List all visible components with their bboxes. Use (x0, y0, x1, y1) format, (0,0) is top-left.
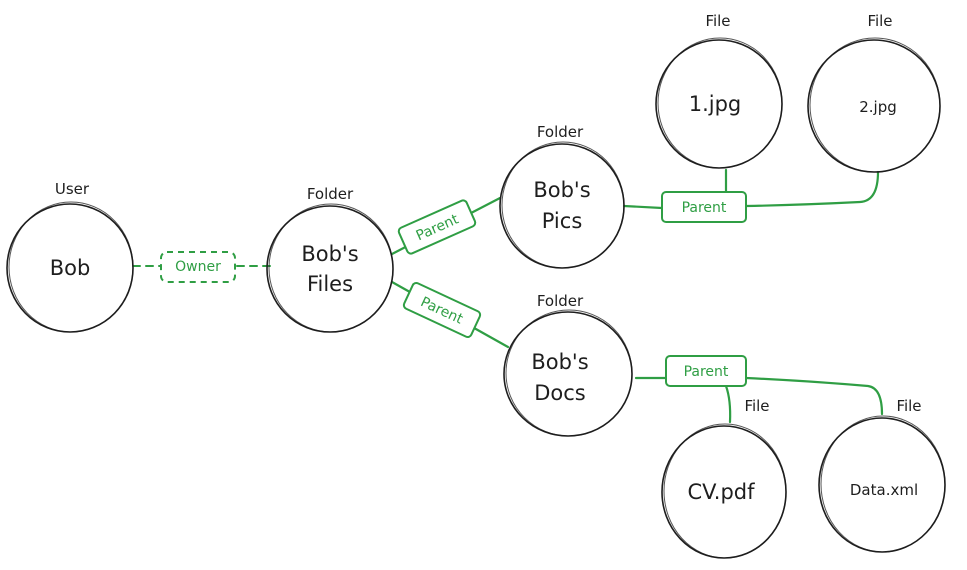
node-bob-label: Bob (50, 256, 91, 280)
edge-pics-files-badge (661, 191, 747, 223)
edge-docs-dataxml-line (744, 376, 884, 416)
node-file-dataxml-label: Data.xml (850, 481, 918, 499)
edge-owner: Owner (132, 251, 273, 283)
node-bobs-files-circle (266, 205, 394, 333)
edge-owner-badge (160, 251, 236, 283)
node-bobs-pics-label-2: Pics (542, 209, 583, 233)
edge-files-docs: Parent (390, 280, 510, 349)
edge-files-pics: Parent (390, 196, 502, 256)
node-file-dataxml[interactable]: File Data.xml (818, 397, 946, 553)
node-file-dataxml-type: File (896, 397, 921, 415)
node-bobs-pics-label-1: Bob's (533, 178, 590, 202)
node-bobs-docs-label-2: Docs (534, 381, 586, 405)
node-file-dataxml-circle-sketch (820, 415, 946, 553)
node-file-2jpg[interactable]: File 2.jpg (807, 12, 941, 173)
node-bobs-pics-circle (499, 143, 625, 269)
node-file-cvpdf-type: File (744, 397, 769, 415)
edge-pics-files-label: Parent (682, 200, 727, 216)
node-file-2jpg-type: File (867, 12, 892, 30)
node-bobs-docs-label-1: Bob's (531, 350, 588, 374)
node-file-2jpg-label: 2.jpg (859, 98, 897, 116)
edge-docs-files-label: Parent (684, 364, 729, 380)
node-bobs-docs-circle (503, 311, 633, 437)
node-bobs-files-label-1: Bob's (301, 242, 358, 266)
node-file-cvpdf[interactable]: File CV.pdf (661, 397, 787, 559)
node-bobs-pics-type: Folder (537, 123, 584, 141)
node-bobs-docs-circle-sketch (505, 309, 633, 437)
edge-docs-files: Parent (634, 355, 884, 424)
edge-owner-label: Owner (175, 259, 221, 275)
node-file-2jpg-circle-sketch (809, 37, 941, 173)
node-bobs-files-type: Folder (307, 185, 354, 203)
node-bobs-pics[interactable]: Folder Bob's Pics (499, 123, 625, 269)
node-file-1jpg-circle-sketch (657, 37, 783, 169)
node-file-cvpdf-circle-sketch (663, 423, 787, 559)
edge-pics-files: Parent (622, 168, 880, 223)
node-bob[interactable]: User Bob (6, 180, 134, 333)
node-bobs-pics-circle-sketch (501, 141, 625, 269)
edge-pics-stub (622, 204, 664, 210)
node-bobs-files-circle-sketch (268, 203, 394, 333)
edge-files-pics-badge (397, 199, 477, 255)
edge-docs-files-badge (665, 355, 747, 387)
node-bobs-files[interactable]: Folder Bob's Files (266, 185, 394, 333)
node-file-1jpg-type: File (705, 12, 730, 30)
edge-files-docs-badge (402, 281, 482, 339)
edge-docs-cvpdf-line (724, 384, 732, 424)
node-bob-type: User (55, 180, 90, 198)
node-file-cvpdf-label: CV.pdf (687, 480, 755, 504)
node-bobs-docs[interactable]: Folder Bob's Docs (503, 292, 633, 437)
node-bob-circle-sketch (8, 201, 134, 333)
node-file-1jpg[interactable]: File 1.jpg (655, 12, 783, 169)
edge-pics-2jpg-line (744, 170, 880, 208)
node-bobs-files-label-2: Files (307, 272, 353, 296)
node-bobs-docs-type: Folder (537, 292, 584, 310)
node-file-1jpg-label: 1.jpg (689, 92, 742, 116)
